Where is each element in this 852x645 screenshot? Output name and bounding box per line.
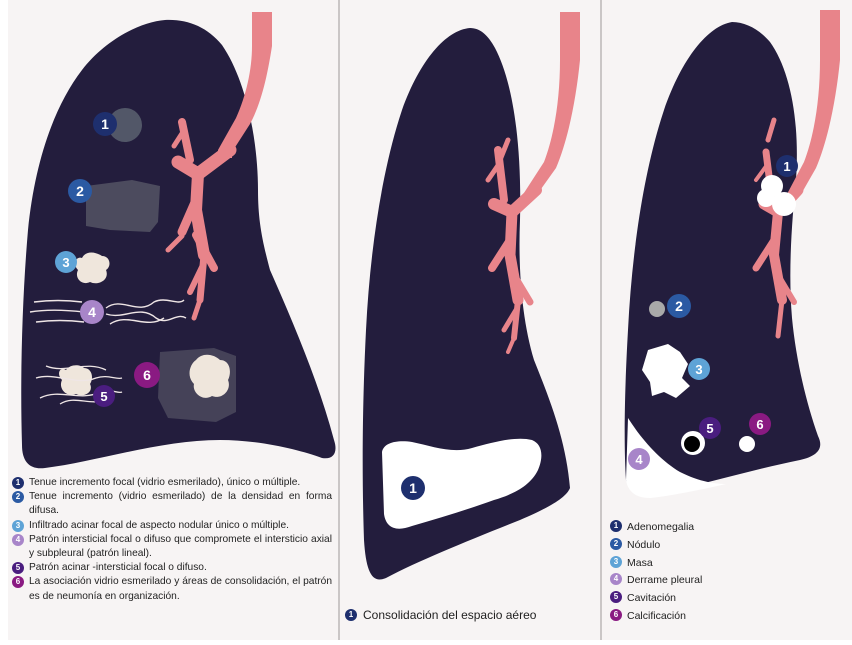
marker-4: 4 [80,300,104,324]
marker-6: 6 [749,413,771,435]
marker-3: 3 [688,358,710,380]
legend-item: 4 Patrón intersticial focal o difuso que… [12,533,332,561]
legend-item: 4 Derrame pleural [610,572,840,590]
legend-item: 2 Tenue incremento (vidrio esmerilado) d… [12,490,332,518]
legend-text: Nódulo [627,537,840,555]
svg-text:1: 1 [101,116,109,132]
legend-item: 5 Patrón acinar -intersticial focal o di… [12,561,332,575]
legend-item: 6 Calcificación [610,608,840,626]
legend-text: Patrón intersticial focal o difuso que c… [29,533,332,561]
marker-5: 5 [93,385,115,407]
svg-text:5: 5 [706,421,713,436]
legend-item: 1 Adenomegalia [610,519,840,537]
legend-number: 4 [610,573,622,585]
legend-item: 3 Infiltrado acinar focal de aspecto nod… [12,519,332,533]
legend-number: 2 [610,538,622,550]
svg-text:2: 2 [675,298,683,314]
caption-text: Consolidación del espacio aéreo [363,607,536,623]
legend-text: Tenue incremento focal (vidrio esmerilad… [29,476,332,490]
panel-2-caption: 1 Consolidación del espacio aéreo [345,607,595,623]
legend-text: Derrame pleural [627,572,840,590]
legend-text: Infiltrado acinar focal de aspecto nodul… [29,519,332,533]
ground-glass-diffuse [86,180,160,232]
marker-3: 3 [55,251,77,273]
svg-text:2: 2 [76,183,84,199]
marker-6: 6 [134,362,160,388]
legend-item: 5 Cavitación [610,590,840,608]
svg-text:1: 1 [409,480,417,496]
svg-text:5: 5 [100,389,107,404]
panel-1-legend: 1 Tenue incremento focal (vidrio esmeril… [12,476,332,604]
nodule [649,301,665,317]
legend-number: 1 [610,520,622,532]
marker-4: 4 [628,448,650,470]
svg-text:4: 4 [635,452,643,467]
legend-number: 3 [610,556,622,568]
panel-3-legend: 1 Adenomegalia 2 Nódulo 3 Masa 4 Derrame… [610,519,840,626]
legend-item: 6 La asociación vidrio esmerilado y área… [12,575,332,603]
legend-number: 2 [12,491,24,503]
svg-text:1: 1 [783,159,790,174]
legend-item: 3 Masa [610,555,840,573]
legend-text: La asociación vidrio esmerilado y áreas … [29,575,332,603]
legend-number: 4 [12,534,24,546]
legend-text: Masa [627,555,840,573]
marker-1: 1 [401,476,425,500]
legend-text: Adenomegalia [627,519,840,537]
legend-number: 6 [610,609,622,621]
legend-number: 5 [12,562,24,574]
marker-5: 5 [699,417,721,439]
svg-text:4: 4 [88,304,96,320]
svg-text:3: 3 [62,255,69,270]
calcification [739,436,755,452]
legend-item: 2 Nódulo [610,537,840,555]
svg-text:6: 6 [143,367,151,383]
legend-number: 5 [610,591,622,603]
legend-number: 1 [12,477,24,489]
legend-text: Calcificación [627,608,840,626]
legend-number: 1 [345,609,357,621]
marker-1: 1 [776,155,798,177]
consolidation-area [190,355,230,398]
legend-text: Patrón acinar -intersticial focal o difu… [29,561,332,575]
legend-number: 3 [12,520,24,532]
legend-number: 6 [12,576,24,588]
legend-text: Tenue incremento (vidrio esmerilado) de … [29,490,332,518]
svg-text:6: 6 [756,417,763,432]
svg-text:3: 3 [695,362,702,377]
legend-item: 1 Tenue incremento focal (vidrio esmeril… [12,476,332,490]
marker-1: 1 [93,112,117,136]
marker-2: 2 [667,294,691,318]
legend-text: Cavitación [627,590,840,608]
marker-2: 2 [68,179,92,203]
